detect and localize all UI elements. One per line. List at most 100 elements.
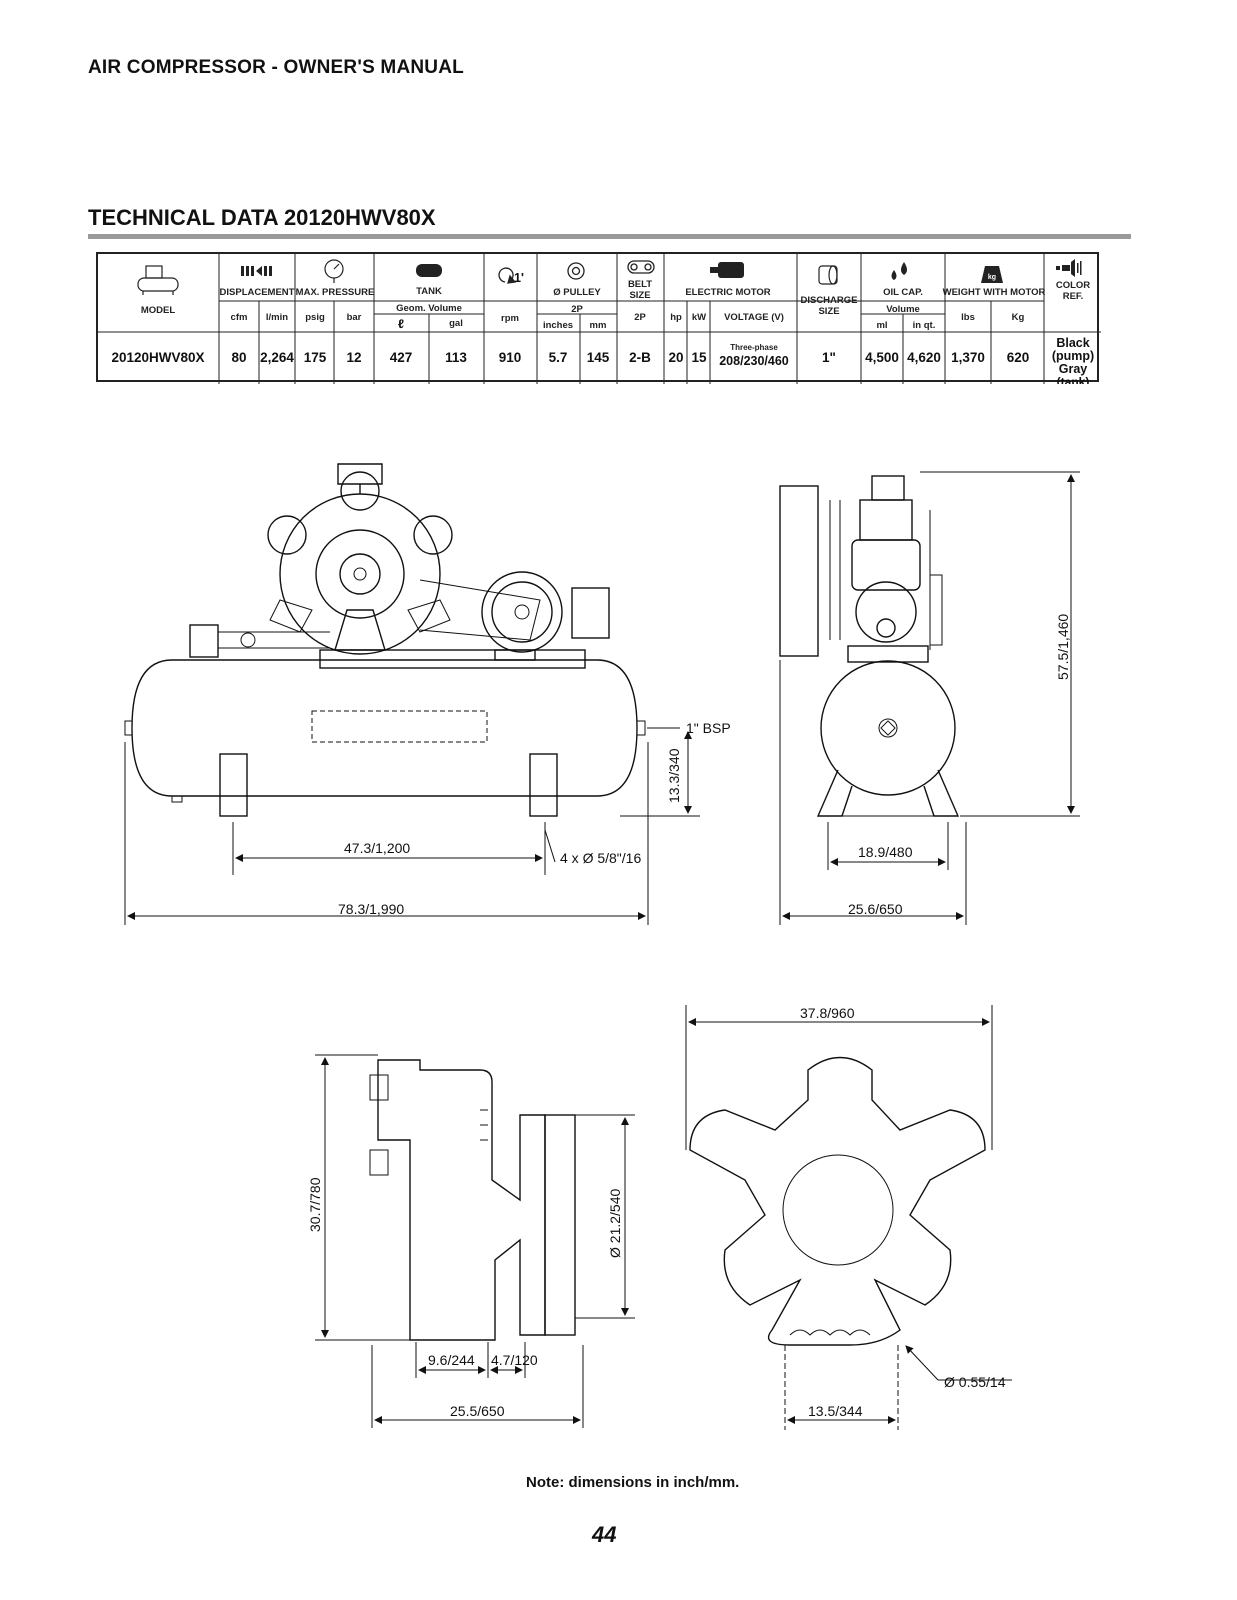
svg-text:MAX. PRESSURE: MAX. PRESSURE <box>296 287 375 298</box>
dim-overall-length: 78.3/1,990 <box>338 901 404 917</box>
displacement-icon <box>241 266 272 276</box>
spec-table: kg MODEL DISPLACEMENT MAX. PRESSURE TANK… <box>96 252 1101 384</box>
svg-text:(tank): (tank) <box>1057 375 1090 384</box>
svg-text:MODEL: MODEL <box>141 305 176 316</box>
svg-text:WEIGHT WITH MOTOR: WEIGHT WITH MOTOR <box>943 287 1046 298</box>
svg-text:SIZE: SIZE <box>629 290 650 301</box>
pump-side-dimensions: 30.7/780 Ø 21.2/540 9.6/244 4.7/120 25.5… <box>307 1054 635 1428</box>
svg-text:ℓ: ℓ <box>398 317 404 331</box>
electric-motor-icon <box>710 262 744 278</box>
dim-foot-spacing: 47.3/1,200 <box>344 840 410 856</box>
dim-bsp: 1" BSP <box>686 720 731 736</box>
dim-front-width: 37.8/960 <box>800 1005 855 1021</box>
svg-text:VOLTAGE (V): VOLTAGE (V) <box>724 312 784 323</box>
svg-text:DISPLACEMENT: DISPLACEMENT <box>220 287 295 298</box>
svg-text:208/230/460: 208/230/460 <box>719 354 789 368</box>
svg-text:TANK: TANK <box>416 286 442 297</box>
section-title: TECHNICAL DATA 20120HWV80X <box>88 205 436 230</box>
svg-text:12: 12 <box>346 350 361 365</box>
svg-text:1,370: 1,370 <box>951 350 985 365</box>
svg-text:4,620: 4,620 <box>907 350 941 365</box>
svg-text:910: 910 <box>499 350 522 365</box>
svg-text:2-B: 2-B <box>629 350 651 365</box>
svg-text:427: 427 <box>390 350 413 365</box>
svg-text:OIL CAP.: OIL CAP. <box>883 287 923 298</box>
front-view-drawing <box>124 463 646 817</box>
svg-text:REF.: REF. <box>1063 291 1084 302</box>
pressure-gauge-icon <box>324 259 344 283</box>
dim-bolts: 4 x Ø 5/8"/16 <box>560 850 641 866</box>
svg-text:mm: mm <box>590 320 607 331</box>
svg-text:80: 80 <box>231 350 246 365</box>
dim-pump-depth: 25.5/650 <box>450 1403 505 1419</box>
svg-text:kg: kg <box>988 274 996 281</box>
svg-text:DISCHARGE: DISCHARGE <box>800 295 857 306</box>
side-view-dimensions: 57.5/1,460 18.9/480 25.6/650 <box>779 471 1080 925</box>
svg-text:Kg: Kg <box>1012 312 1025 323</box>
svg-text:ELECTRIC MOTOR: ELECTRIC MOTOR <box>685 287 770 298</box>
dimensions-note: Note: dimensions in inch/mm. <box>526 1474 740 1491</box>
svg-text:4,500: 4,500 <box>865 350 899 365</box>
svg-text:in qt.: in qt. <box>913 320 936 331</box>
dim-pump-d1: 9.6/244 <box>428 1352 475 1368</box>
svg-text:kW: kW <box>692 312 706 323</box>
svg-text:2P: 2P <box>634 312 646 323</box>
side-view-drawing <box>779 475 960 817</box>
svg-text:(pump): (pump) <box>1052 349 1094 363</box>
pump-front-drawing <box>689 1056 986 1346</box>
svg-text:113: 113 <box>445 350 467 365</box>
svg-text:5.7: 5.7 <box>549 350 568 365</box>
svg-text:Ø PULLEY: Ø PULLEY <box>553 287 601 298</box>
dim-pump-d2: 4.7/120 <box>491 1352 538 1368</box>
oil-drop-icon <box>891 262 907 280</box>
svg-text:SIZE: SIZE <box>818 306 839 317</box>
pulley-icon <box>567 262 585 280</box>
dim-pump-flywheel: Ø 21.2/540 <box>607 1189 623 1258</box>
dim-side-width: 25.6/650 <box>848 901 903 917</box>
svg-text:620: 620 <box>1007 350 1030 365</box>
svg-text:Gray: Gray <box>1059 362 1088 376</box>
dim-front-base: 13.5/344 <box>808 1403 863 1419</box>
svg-text:hp: hp <box>670 312 682 323</box>
weight-icon: kg <box>981 266 1003 283</box>
svg-text:Black: Black <box>1056 336 1089 350</box>
svg-text:inches: inches <box>543 320 573 331</box>
dim-side-foot: 18.9/480 <box>858 844 913 860</box>
page-number: 44 <box>592 1522 617 1547</box>
svg-text:Geom. Volume: Geom. Volume <box>396 303 462 314</box>
color-spray-icon <box>1056 259 1082 277</box>
section-rule <box>88 234 1131 239</box>
dim-foot-height: 13.3/340 <box>666 748 682 803</box>
svg-text:lbs: lbs <box>961 312 975 323</box>
svg-text:ml: ml <box>876 320 887 331</box>
svg-text:1": 1" <box>822 350 836 365</box>
svg-text:145: 145 <box>587 350 610 365</box>
svg-text:BELT: BELT <box>628 279 652 290</box>
svg-text:1': 1' <box>514 271 524 285</box>
svg-text:psig: psig <box>305 312 325 323</box>
svg-text:COLOR: COLOR <box>1056 280 1090 291</box>
dim-pump-height: 30.7/780 <box>307 1177 323 1232</box>
belt-icon <box>627 260 655 274</box>
dim-hole: Ø 0.55/14 <box>944 1374 1006 1390</box>
svg-text:gal: gal <box>449 318 463 329</box>
front-view-dimensions: 47.3/1,200 78.3/1,990 1" BSP 13.3/340 4 … <box>124 720 731 925</box>
svg-text:l/min: l/min <box>266 312 288 323</box>
svg-text:20120HWV80X: 20120HWV80X <box>111 350 204 365</box>
svg-text:175: 175 <box>304 350 327 365</box>
rotation-icon <box>498 267 517 284</box>
svg-text:cfm: cfm <box>231 312 248 323</box>
dim-total-height: 57.5/1,460 <box>1055 614 1071 680</box>
discharge-icon <box>818 265 838 285</box>
pump-side-drawing <box>369 1059 576 1341</box>
manual-title: AIR COMPRESSOR - OWNER'S MANUAL <box>88 57 464 78</box>
pump-front-dimensions: 37.8/960 13.5/344 Ø 0.55/14 <box>685 1005 1012 1430</box>
svg-text:Three-phase: Three-phase <box>730 343 778 352</box>
svg-text:2,264: 2,264 <box>260 350 294 365</box>
svg-text:20: 20 <box>668 350 683 365</box>
svg-text:bar: bar <box>347 312 362 323</box>
svg-text:15: 15 <box>691 350 707 365</box>
svg-text:2P: 2P <box>571 304 583 315</box>
compressor-icon <box>137 265 179 295</box>
